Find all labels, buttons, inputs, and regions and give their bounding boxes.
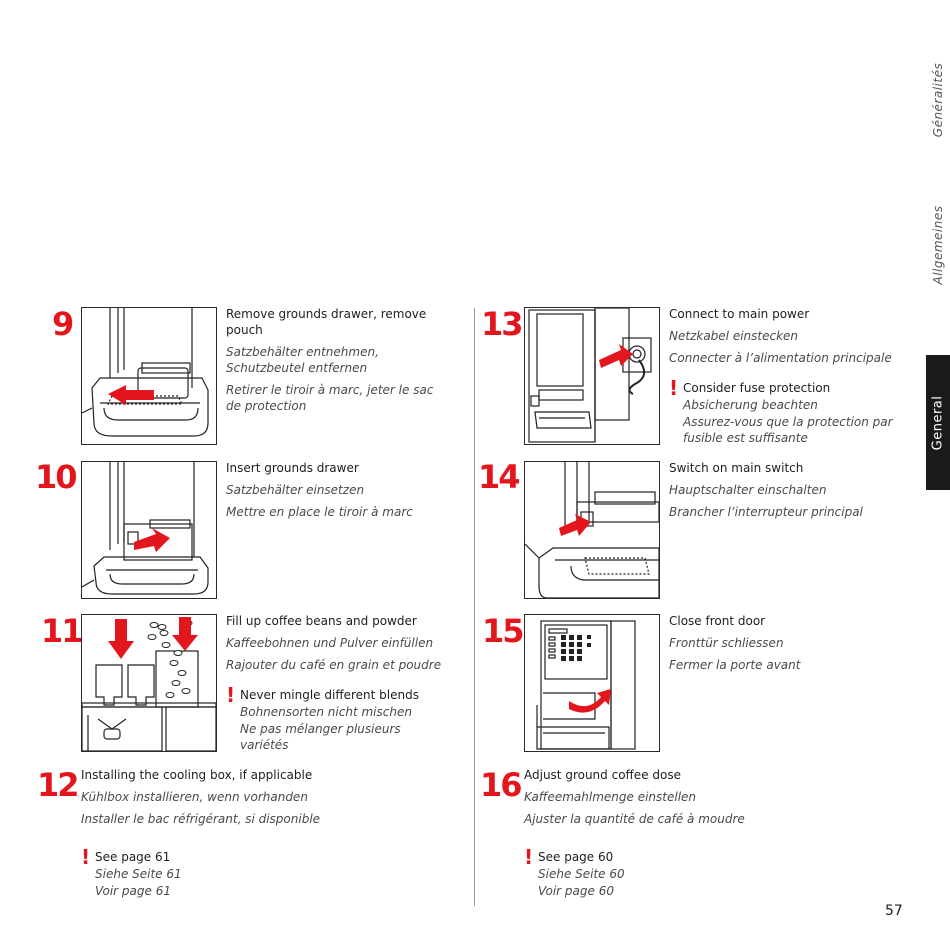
red-arrow-icon [134,528,170,552]
step-12-text: Installing the cooling box, if applicabl… [81,767,381,899]
page-number: 57 [885,903,903,919]
red-arrow-icon [108,385,154,405]
warning-de: Siehe Seite 61 [95,867,182,881]
step-9-illustration [81,307,217,445]
text-de: Satzbehälter einsetzen [226,483,365,497]
red-arrow-down-icon [172,617,198,651]
text-de: Satzbehälter entnehmen, Schutzbeutel ent… [226,345,379,375]
red-arrow-down-icon [108,619,134,659]
exclamation-icon: ! [669,376,679,400]
red-arrow-icon [559,514,591,536]
step-10-text: Insert grounds drawer Satzbehälter einse… [226,460,448,520]
text-en: Remove grounds drawer, remove pouch [226,307,427,337]
step-number: 14 [478,458,521,496]
step-number: 11 [41,612,84,650]
column-divider [474,308,475,906]
grounds-drawer-insert-icon [82,462,209,595]
text-fr: Rajouter du café en grain et poudre [226,658,442,672]
exclamation-icon: ! [226,683,236,707]
exclamation-icon: ! [81,845,91,869]
text-fr: Installer le bac réfrigérant, si disponi… [81,812,321,826]
step-number: 13 [481,305,524,343]
warning-en: Never mingle different blends [240,688,419,702]
warning-en: See page 61 [95,850,171,864]
step-14-text: Switch on main switch Hauptschalter eins… [669,460,919,520]
step-11-text: Fill up coffee beans and powder Kaffeebo… [226,613,448,753]
text-fr: Ajuster la quantité de café à moudre [524,812,745,826]
side-tab-allgemeines[interactable]: Allgemeines [926,195,950,295]
red-curved-arrow-icon [569,689,611,713]
step-10-illustration [81,461,217,599]
coffee-bean-hopper-icon [82,617,216,751]
text-de: Netzkabel einstecken [669,329,799,343]
warning-de: Absicherung beachten [683,398,818,412]
step-13-warning: ! Consider fuse protection Absicherung b… [669,376,919,446]
step-15-text: Close front door Fronttür schliessen Fer… [669,613,919,673]
text-de: Kaffeebohnen und Pulver einfüllen [226,636,434,650]
step-number: 9 [52,305,74,343]
text-fr: Fermer la porte avant [669,658,801,672]
warning-en: Consider fuse protection [683,381,831,395]
side-tab-general-active[interactable]: General [926,355,950,490]
text-en: Close front door [669,614,766,628]
warning-fr: Voir page 60 [538,884,614,898]
grounds-drawer-remove-icon [82,308,209,437]
text-en: Connect to main power [669,307,810,321]
side-tab-label: Allgemeines [931,205,945,285]
text-de: Kühlbox installieren, wenn vorhanden [81,790,308,804]
step-14-illustration [524,461,660,599]
step-11-illustration [81,614,217,752]
text-en: Fill up coffee beans and powder [226,614,417,628]
text-en: Switch on main switch [669,461,804,475]
warning-fr: Assurez-vous que la protection par fusib… [683,415,893,445]
step-11-warning: ! Never mingle different blends Bohnenso… [226,683,448,753]
text-de: Kaffeemahlmenge einstellen [524,790,697,804]
text-fr: Mettre en place le tiroir à marc [226,505,413,519]
step-9-text: Remove grounds drawer, remove pouch Satz… [226,306,448,414]
text-en: Insert grounds drawer [226,461,359,475]
text-fr: Brancher l’interrupteur principal [669,505,863,519]
front-door-close-icon [536,620,636,750]
step-16-text: Adjust ground coffee dose Kaffeemahlmeng… [524,767,824,899]
side-tab-label: Généralités [931,62,945,138]
text-en: Installing the cooling box, if applicabl… [81,768,313,782]
main-switch-icon [525,462,659,598]
step-number: 15 [482,612,525,650]
warning-fr: Voir page 61 [95,884,171,898]
text-fr: Retirer le tiroir à marc, jeter le sac d… [226,383,434,413]
warning-fr: Ne pas mélanger plusieurs variétés [240,722,401,752]
step-13-illustration [524,307,660,445]
red-arrow-icon [599,344,633,368]
step-12-warning: ! See page 61 Siehe Seite 61 Voir page 6… [81,845,381,899]
exclamation-icon: ! [524,845,534,869]
warning-de: Siehe Seite 60 [538,867,625,881]
warning-de: Bohnensorten nicht mischen [240,705,412,719]
side-tab-generalites[interactable]: Généralités [926,55,950,145]
warning-en: See page 60 [538,850,614,864]
text-de: Fronttür schliessen [669,636,784,650]
step-number: 12 [37,766,80,804]
step-13-text: Connect to main power Netzkabel einsteck… [669,306,919,446]
step-number: 16 [480,766,523,804]
step-number: 10 [35,458,78,496]
power-plug-icon [528,308,652,443]
step-15-illustration [524,614,660,752]
text-de: Hauptschalter einschalten [669,483,827,497]
step-16-warning: ! See page 60 Siehe Seite 60 Voir page 6… [524,845,824,899]
text-fr: Connecter à l’alimentation principale [669,351,892,365]
side-tab-label: General [930,395,946,450]
text-en: Adjust ground coffee dose [524,768,681,782]
